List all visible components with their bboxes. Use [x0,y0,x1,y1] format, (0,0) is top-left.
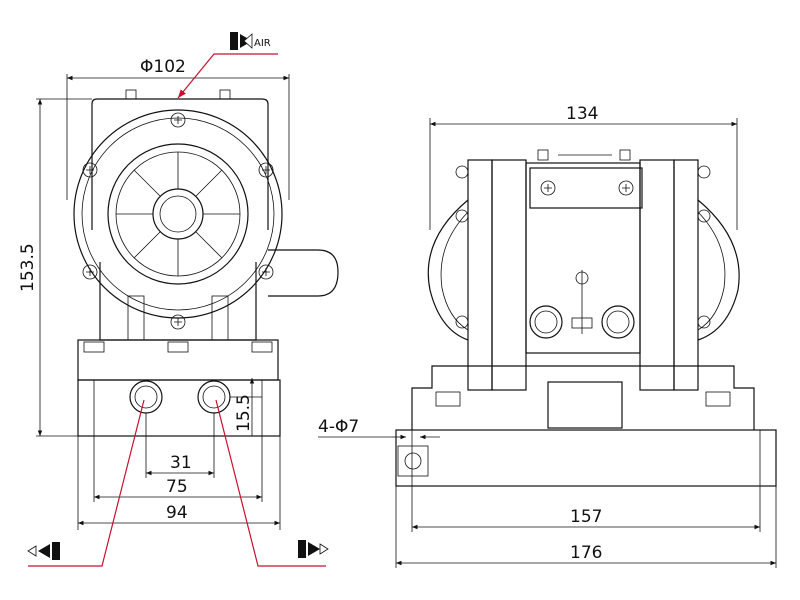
dim-31: 31 [145,413,215,478]
dim-157: 157 [411,486,761,532]
label-157: 157 [570,507,602,527]
fluid-outlet-icon [298,540,329,558]
label-holes: 4-Φ7 [318,417,359,437]
air-callout: AIR [177,32,278,99]
label-air: AIR [254,38,271,49]
fluid-outlet-leader [215,399,326,567]
right-diaphragm-bulge [697,199,740,341]
chamber-ribs [116,152,240,276]
fluid-inlet-leader [28,399,145,567]
dim-diameter-102: Φ102 [66,57,290,200]
label-75: 75 [166,477,188,497]
label-dia-102: Φ102 [140,57,186,77]
dim-94: 94 [77,436,281,530]
front-top-housing [91,89,269,230]
label-176: 176 [570,543,602,563]
front-view: Φ102 AIR 153.5 15.5 [18,32,339,567]
exhaust-muffler [268,249,339,297]
air-inlet-icon [230,32,253,50]
side-port-left [529,305,563,339]
fluid-inlet-icon [27,542,60,560]
dim-75: 75 [93,436,263,502]
side-plate-bolts [455,165,711,329]
left-diaphragm-bulge [427,199,469,341]
front-diaphragm-chamber [73,109,283,330]
side-view: 134 [318,104,777,568]
label-15-5: 15.5 [234,394,254,432]
dim-holes-4x7: 4-Φ7 [318,417,440,440]
center-body [525,149,643,354]
label-width-134: 134 [566,104,598,124]
side-lower-block [411,365,755,430]
chamber-bolts [82,112,274,330]
chamber-plates [467,159,699,391]
mounting-hole-detail [397,445,429,477]
label-height-153-5: 153.5 [18,243,38,292]
label-31: 31 [170,453,192,473]
dim-width-134: 134 [429,104,738,230]
side-base-plate [395,429,777,487]
dim-15-5: 15.5 [230,378,262,436]
dim-176: 176 [395,486,777,568]
label-94: 94 [166,503,188,523]
side-port-right [601,305,635,339]
dim-height-153-5: 153.5 [18,98,92,437]
